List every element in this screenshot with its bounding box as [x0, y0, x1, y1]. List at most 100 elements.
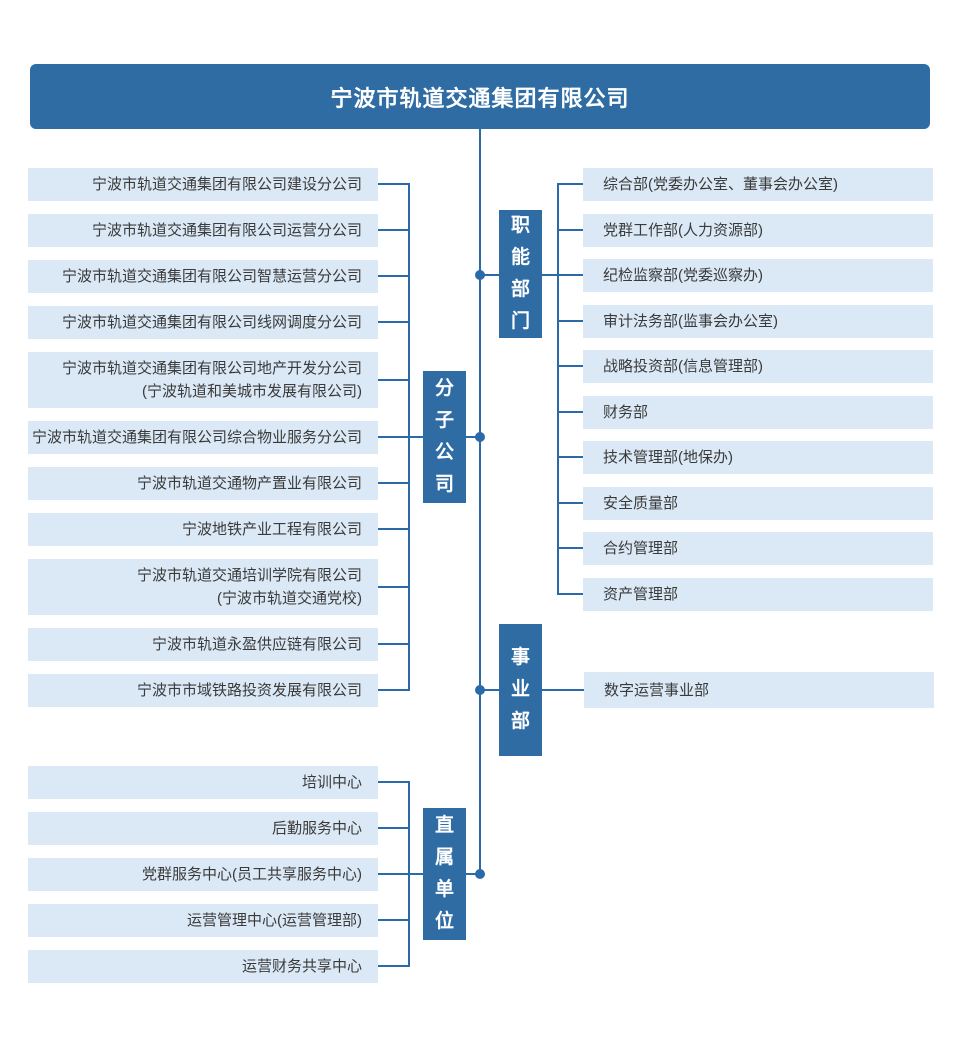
junction-dot: [475, 432, 485, 442]
org-item-label: 宁波市轨道交通集团有限公司综合物业服务分公司: [31, 429, 362, 446]
group-label-text: 职能部门: [510, 215, 530, 332]
org-item-sublabel: (宁波轨道和美城市发展有限公司): [142, 383, 362, 400]
org-item-label: 审计法务部(监事会办公室): [603, 313, 778, 330]
org-item: 综合部(党委办公室、董事会办公室): [583, 168, 933, 201]
connector-line: [378, 919, 408, 921]
org-item: 宁波地铁产业工程有限公司: [28, 513, 378, 546]
org-item-label: 合约管理部: [603, 540, 679, 557]
org-item-label: 运营财务共享中心: [241, 958, 362, 975]
org-item-label: 宁波市轨道交通培训学院有限公司: [136, 567, 362, 584]
org-item: 党群工作部(人力资源部): [583, 214, 933, 247]
org-item: 运营管理中心(运营管理部): [28, 904, 378, 937]
org-item-label: 安全质量部: [603, 495, 679, 512]
org-item-label: 数字运营事业部: [604, 681, 710, 699]
group-label-departments: 职能部门: [499, 210, 542, 338]
org-item-sublabel: (宁波市轨道交通党校): [217, 590, 362, 607]
connector-line: [558, 365, 583, 367]
connector-line: [465, 436, 480, 438]
connector-line: [378, 643, 408, 645]
org-item: 宁波市轨道交通集团有限公司线网调度分公司: [28, 306, 378, 339]
connector-line: [378, 781, 408, 783]
connector-line: [378, 379, 408, 381]
group-label-business-units: 事业部: [499, 624, 542, 756]
org-item-label: 技术管理部(地保办): [603, 449, 733, 466]
connector-line: [480, 689, 499, 691]
org-item-label: 宁波市轨道交通物产置业有限公司: [136, 475, 362, 492]
connector-line: [558, 547, 583, 549]
connector-line: [558, 456, 583, 458]
org-item: 党群服务中心(员工共享服务中心): [28, 858, 378, 891]
connector-line: [378, 321, 408, 323]
connector-line: [558, 320, 583, 322]
connector-line: [378, 183, 408, 185]
connector-line: [558, 502, 583, 504]
org-item: 宁波市轨道交通集团有限公司运营分公司: [28, 214, 378, 247]
group-label-direct-units: 直属单位: [423, 808, 466, 940]
connector-line: [378, 873, 423, 875]
connector-line: [378, 275, 408, 277]
org-item: 数字运营事业部: [584, 672, 934, 708]
org-item-label: 宁波市轨道交通集团有限公司线网调度分公司: [61, 314, 362, 331]
org-item: 合约管理部: [583, 532, 933, 565]
connector-line: [479, 129, 481, 874]
connector-line: [542, 274, 583, 276]
org-item-label: 宁波市轨道永盈供应链有限公司: [151, 636, 362, 653]
org-item-label: 后勤服务中心: [271, 820, 362, 837]
org-item-label: 宁波市轨道交通集团有限公司运营分公司: [91, 222, 362, 239]
org-item-label: 党群服务中心(员工共享服务中心): [142, 866, 362, 883]
org-item-label: 宁波市轨道交通集团有限公司智慧运营分公司: [61, 268, 362, 285]
connector-line: [378, 689, 408, 691]
org-item: 宁波市市域铁路投资发展有限公司: [28, 674, 378, 707]
org-item: 宁波市轨道交通物产置业有限公司: [28, 467, 378, 500]
connector-line: [558, 229, 583, 231]
org-item-label: 运营管理中心(运营管理部): [187, 912, 362, 929]
org-item: 资产管理部: [583, 578, 933, 611]
connector-line: [558, 183, 583, 185]
org-item: 战略投资部(信息管理部): [583, 350, 933, 383]
connector-line: [558, 411, 583, 413]
junction-dot: [475, 869, 485, 879]
org-item: 财务部: [583, 396, 933, 429]
org-item-label: 综合部(党委办公室、董事会办公室): [603, 176, 838, 193]
org-item: 安全质量部: [583, 487, 933, 520]
org-item: 宁波市轨道交通培训学院有限公司 (宁波市轨道交通党校): [28, 559, 378, 615]
connector-line: [541, 689, 584, 691]
org-item-label: 战略投资部(信息管理部): [603, 358, 763, 375]
org-item: 培训中心: [28, 766, 378, 799]
group-label-text: 分子公司: [434, 378, 454, 495]
org-item: 技术管理部(地保办): [583, 441, 933, 474]
connector-line: [378, 827, 408, 829]
org-item-label: 财务部: [603, 404, 649, 421]
org-item-label: 党群工作部(人力资源部): [603, 222, 763, 239]
org-item-label: 宁波市轨道交通集团有限公司地产开发分公司: [61, 360, 362, 377]
org-item: 宁波市轨道永盈供应链有限公司: [28, 628, 378, 661]
org-item: 后勤服务中心: [28, 812, 378, 845]
org-item: 宁波市轨道交通集团有限公司建设分公司: [28, 168, 378, 201]
org-item-label: 纪检监察部(党委巡察办): [603, 267, 763, 284]
connector-line: [480, 274, 499, 276]
group-label-text: 事业部: [510, 647, 530, 732]
connector-line: [465, 873, 480, 875]
company-title-text: 宁波市轨道交通集团有限公司: [330, 85, 630, 111]
connector-line: [378, 436, 423, 438]
org-item: 审计法务部(监事会办公室): [583, 305, 933, 338]
connector-line: [557, 183, 559, 595]
org-item: 宁波市轨道交通集团有限公司综合物业服务分公司: [28, 421, 378, 454]
company-title: 宁波市轨道交通集团有限公司: [30, 64, 930, 129]
connector-line: [378, 528, 408, 530]
org-item: 宁波市轨道交通集团有限公司智慧运营分公司: [28, 260, 378, 293]
connector-line: [378, 482, 408, 484]
connector-line: [378, 229, 408, 231]
org-item: 纪检监察部(党委巡察办): [583, 259, 933, 292]
group-label-subsidiaries: 分子公司: [423, 371, 466, 503]
org-item-label: 宁波地铁产业工程有限公司: [181, 521, 362, 538]
org-item: 宁波市轨道交通集团有限公司地产开发分公司 (宁波轨道和美城市发展有限公司): [28, 352, 378, 408]
connector-line: [378, 965, 408, 967]
org-item: 运营财务共享中心: [28, 950, 378, 983]
connector-line: [558, 593, 583, 595]
org-item-label: 资产管理部: [603, 586, 679, 603]
group-label-text: 直属单位: [434, 815, 454, 932]
org-item-label: 宁波市市域铁路投资发展有限公司: [136, 682, 362, 699]
org-item-label: 培训中心: [301, 774, 362, 791]
